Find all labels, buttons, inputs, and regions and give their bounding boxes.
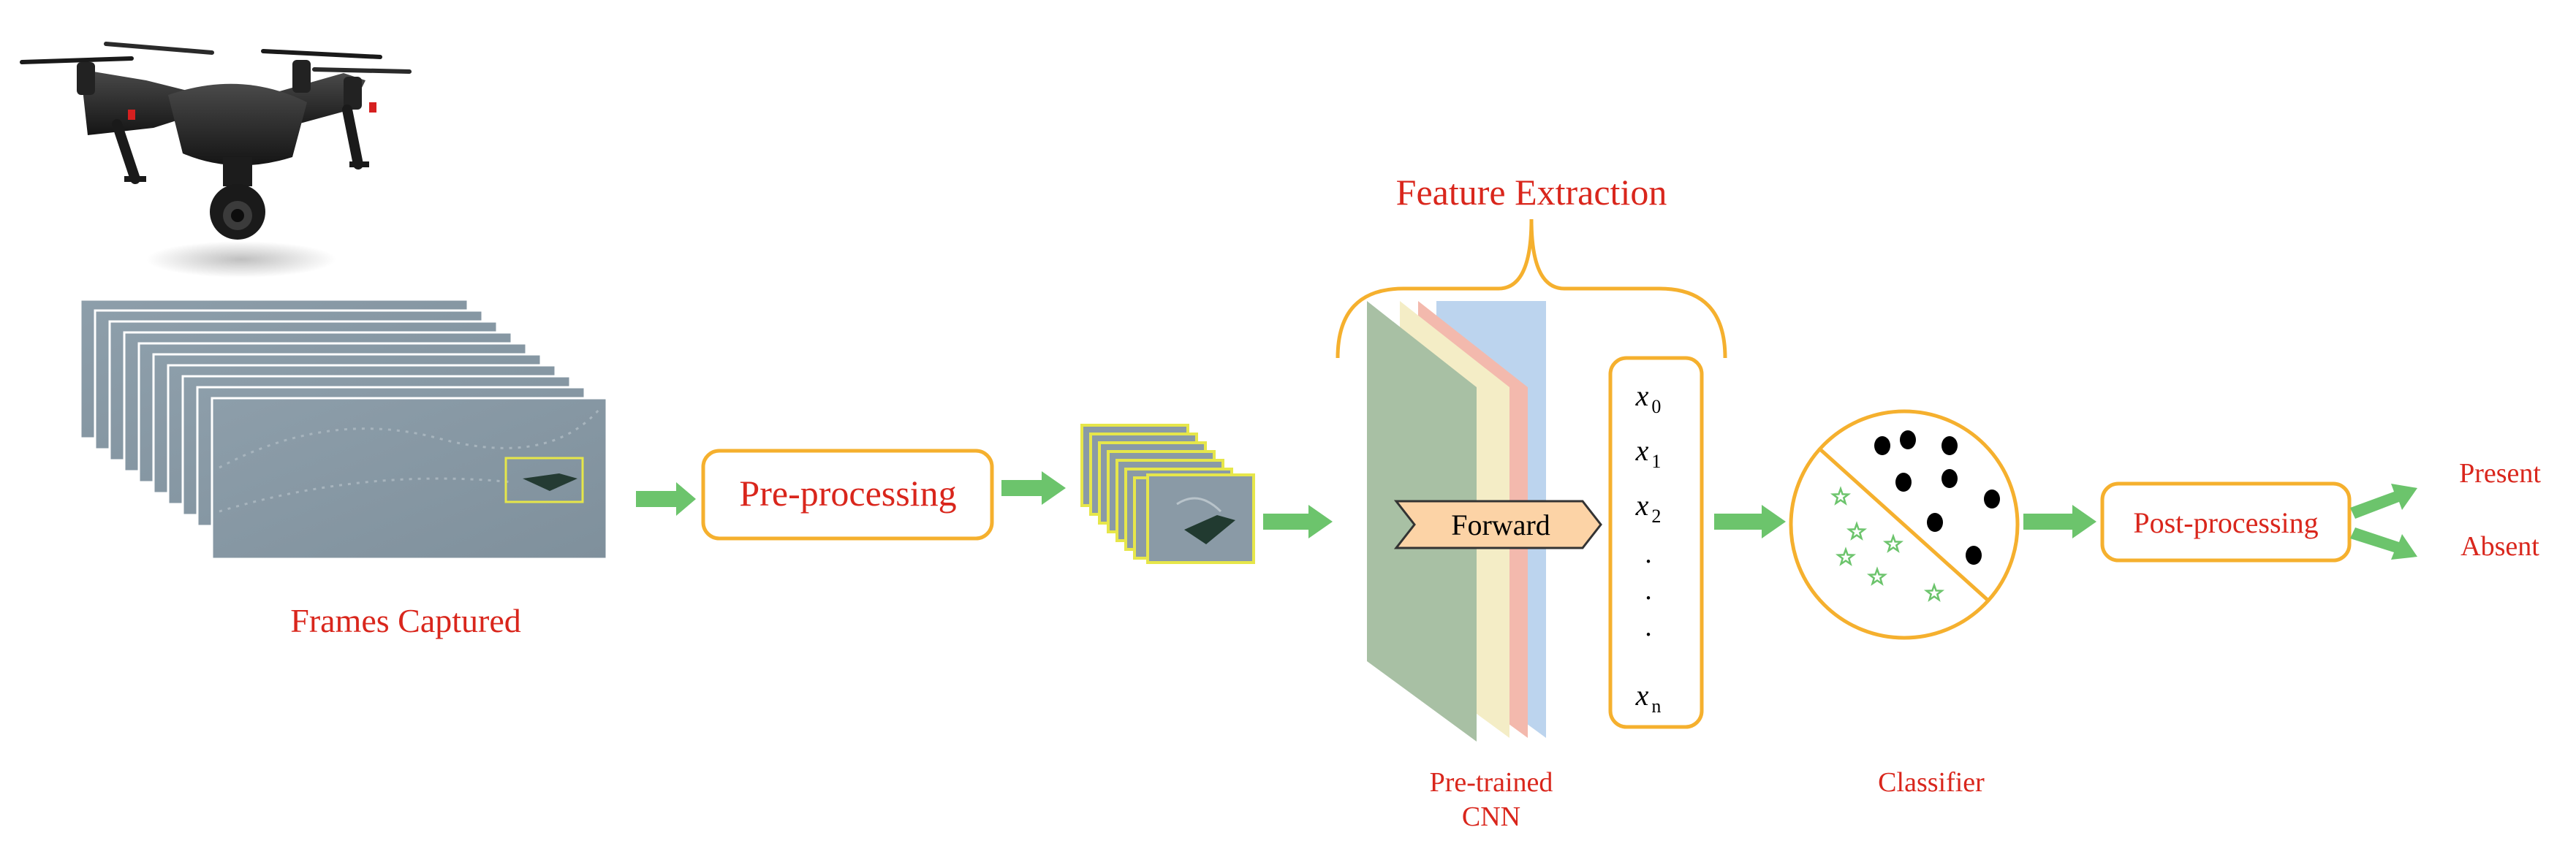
star-icon — [1923, 582, 1945, 602]
feature-extraction-brace — [1336, 218, 1727, 359]
pre-processing-box — [701, 449, 994, 541]
star-icon — [1846, 521, 1868, 541]
green-arrow-icon — [636, 482, 696, 516]
post-processing-box — [2100, 481, 2352, 563]
pretrained-cnn-label-line2: CNN — [1462, 801, 1520, 832]
feature-vector-item: . — [1645, 575, 1652, 606]
green-arrow-icon — [2350, 484, 2417, 519]
present-label: Present — [2459, 458, 2541, 489]
forward-label: Forward — [1451, 509, 1550, 541]
feature-vector-box — [1608, 356, 1704, 729]
classifier-label: Classifier — [1878, 767, 1985, 798]
star-icon — [1866, 566, 1888, 586]
absent-label: Absent — [2461, 531, 2539, 562]
star-icon — [1830, 486, 1852, 506]
dot-icon — [1874, 430, 2000, 565]
green-arrow-icon — [2350, 527, 2417, 560]
forward-tag — [1393, 500, 1602, 549]
feature-vector-item: . — [1645, 538, 1652, 569]
captured-frames-stack — [79, 298, 608, 560]
green-arrow-icon — [1263, 505, 1333, 538]
frames-captured-label: Frames Captured — [290, 602, 521, 639]
green-arrow-icon — [2023, 505, 2096, 538]
star-icon — [1835, 546, 1857, 566]
star-icon — [1882, 533, 1904, 553]
feature-vector-item: . — [1645, 612, 1652, 642]
green-arrow-icon — [1714, 505, 1786, 538]
pre-processing-label: Pre-processing — [739, 473, 956, 514]
processed-crops-stack — [1080, 424, 1255, 564]
drone-icon — [20, 42, 412, 278]
feature-extraction-label: Feature Extraction — [1396, 172, 1667, 213]
star-icon — [1830, 486, 1945, 602]
classifier-icon — [1789, 409, 2020, 640]
green-arrow-icon — [1001, 471, 1066, 505]
pretrained-cnn-label-line1: Pre-trained — [1430, 767, 1553, 798]
post-processing-label: Post-processing — [2133, 506, 2318, 539]
